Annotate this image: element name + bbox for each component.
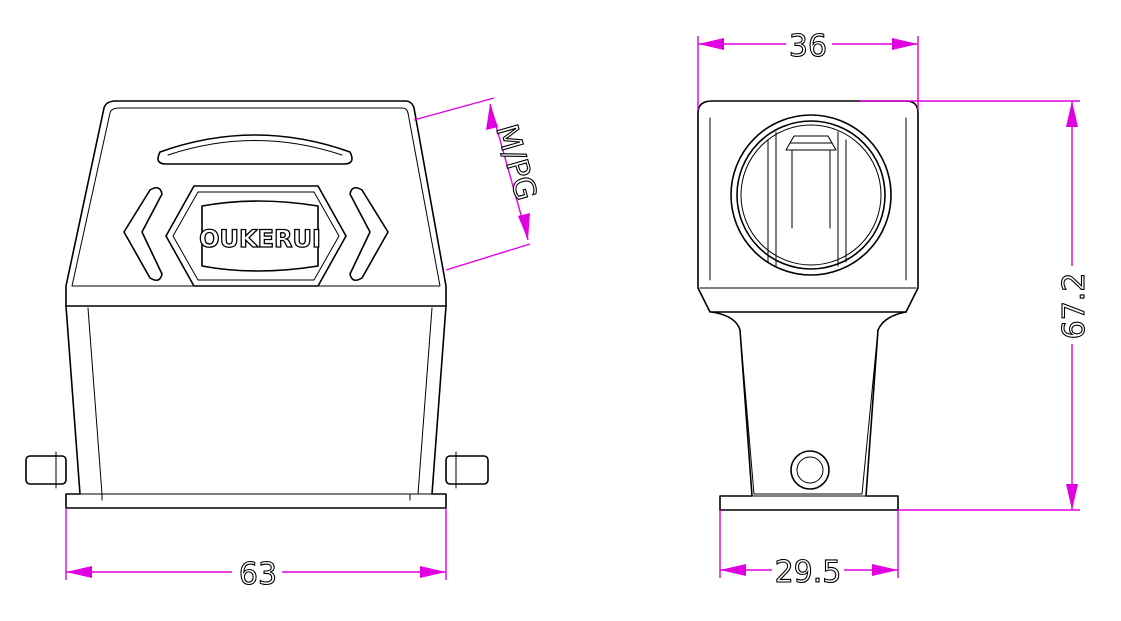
dimensions: 63 M/PG 36 29.5 67.2: [65, 28, 1093, 593]
dim-front-width: 63: [239, 557, 277, 592]
dim-side-top-width: 36: [789, 29, 827, 64]
dim-side-bottom-width: 29.5: [775, 555, 842, 590]
front-view: OUKERUI: [25, 100, 489, 509]
dim-thread-label: M/PG: [488, 121, 543, 205]
brand-logo-text: OUKERUI: [199, 225, 321, 253]
dim-side-height: 67.2: [1057, 273, 1092, 340]
side-view: [697, 100, 919, 511]
